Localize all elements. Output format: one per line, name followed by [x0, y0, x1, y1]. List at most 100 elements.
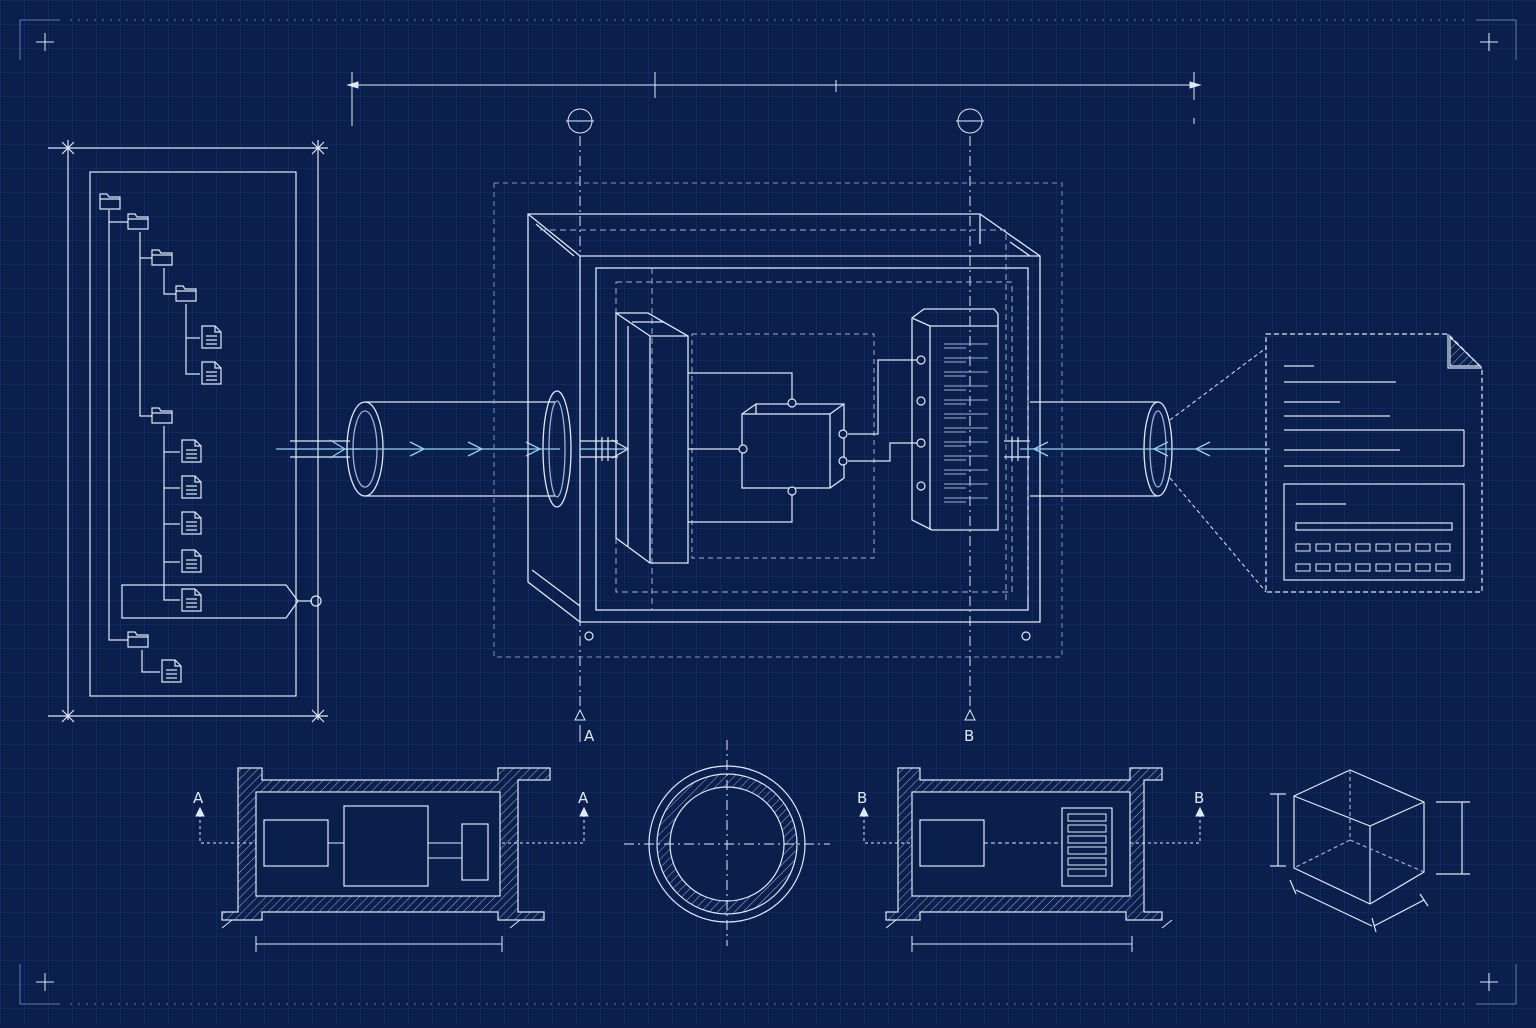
output-stack-ports	[916, 355, 926, 491]
document-table-cell	[1315, 563, 1331, 572]
file-outline	[181, 588, 202, 612]
processor-cube	[741, 403, 845, 489]
folder-outline	[175, 285, 197, 302]
processor-ports	[738, 398, 848, 496]
corner-crosses	[36, 33, 1498, 991]
outlet-fitting	[1004, 437, 1030, 461]
document-table-cell	[1415, 563, 1431, 572]
folder-icon	[127, 631, 149, 648]
routing-boundary	[691, 333, 875, 559]
file-corner	[194, 476, 201, 483]
stack-port	[916, 355, 926, 365]
section-label-b-right: B	[1194, 789, 1204, 807]
section-view-a: A A	[193, 767, 589, 952]
document-table-cell	[1435, 563, 1451, 572]
section-b-slot	[1067, 857, 1107, 866]
section-label-b-left: B	[857, 789, 867, 807]
file-outline	[201, 361, 222, 385]
document-table-cell	[1295, 543, 1311, 552]
file-tree	[99, 193, 222, 683]
file-corner	[194, 512, 201, 519]
folder-icon	[175, 285, 197, 302]
section-label-b-top: B	[964, 727, 974, 745]
file-corner	[174, 660, 181, 667]
pipe-cross-section	[624, 740, 830, 946]
section-label-a-top: A	[584, 727, 595, 745]
file-icon	[181, 549, 202, 573]
file-outline	[181, 511, 202, 535]
document-table-cell	[1415, 543, 1431, 552]
file-outline	[201, 325, 222, 349]
mounting-holes	[584, 631, 1031, 641]
file-icon	[161, 659, 182, 683]
file-corner	[194, 589, 201, 596]
stack-port	[916, 481, 926, 491]
document-table	[1295, 543, 1451, 572]
document-table-cell	[1395, 563, 1411, 572]
document-table-cell	[1355, 543, 1371, 552]
file-icon	[181, 588, 202, 612]
file-icon	[201, 361, 222, 385]
section-b-slot	[1067, 824, 1107, 833]
processing-housing	[527, 213, 1041, 623]
file-corner	[214, 326, 221, 333]
document-table-cell	[1335, 563, 1351, 572]
section-b-slot	[1067, 868, 1107, 877]
stack-port	[916, 396, 926, 406]
output-document	[1265, 333, 1483, 593]
file-outline	[181, 475, 202, 499]
document-table-cell	[1395, 543, 1411, 552]
folder-outline	[99, 193, 121, 210]
document-table-cell	[1315, 543, 1331, 552]
section-b-slot	[1067, 813, 1107, 822]
section-marker-a-top: A	[574, 708, 595, 745]
file-tree-panel	[48, 140, 328, 723]
stack-port	[916, 438, 926, 448]
folder-outline	[151, 407, 173, 424]
housing-envelope	[493, 182, 1063, 658]
document-table-cell	[1295, 563, 1311, 572]
output-stack	[911, 308, 999, 531]
file-icon	[201, 325, 222, 349]
document-table-cell	[1355, 563, 1371, 572]
document-table-cell	[1335, 543, 1351, 552]
input-module	[615, 312, 689, 564]
flow-arrow-icon	[467, 441, 484, 457]
section-b-slot	[1067, 846, 1107, 855]
input-flow-line	[350, 441, 560, 457]
flow-arrow-icon	[1152, 441, 1169, 457]
isometric-cube	[1270, 769, 1470, 933]
document-table-cell	[1435, 543, 1451, 552]
section-label-a-left: A	[193, 789, 204, 807]
selected-tree-row[interactable]	[121, 584, 322, 619]
file-outline	[181, 439, 202, 463]
section-marker-b-top: B	[964, 708, 976, 745]
folder-outline	[127, 631, 149, 648]
section-view-b: B B	[857, 767, 1205, 952]
section-b-slot	[1067, 835, 1107, 844]
folder-icon	[127, 213, 149, 230]
output-flow-line	[1020, 441, 1270, 457]
document-table-cell	[1375, 563, 1391, 572]
file-icon	[181, 439, 202, 463]
folder-icon	[151, 407, 173, 424]
document-table-cell	[1375, 543, 1391, 552]
file-corner	[194, 550, 201, 557]
flow-arrow-icon	[409, 441, 426, 457]
flow-arrow-icon	[1032, 441, 1049, 457]
folder-outline	[151, 249, 173, 266]
sheet-border	[19, 19, 1517, 1005]
output-stack-slots	[944, 343, 988, 503]
flow-arrow-icon	[525, 441, 542, 457]
file-icon	[181, 511, 202, 535]
folder-icon	[99, 193, 121, 210]
housing-hidden-lines	[540, 229, 1029, 610]
callout-lines	[1169, 347, 1267, 593]
input-connector	[276, 439, 360, 459]
file-outline	[181, 549, 202, 573]
routing-wires	[688, 359, 920, 523]
file-outline	[161, 659, 182, 683]
folder-icon	[151, 249, 173, 266]
